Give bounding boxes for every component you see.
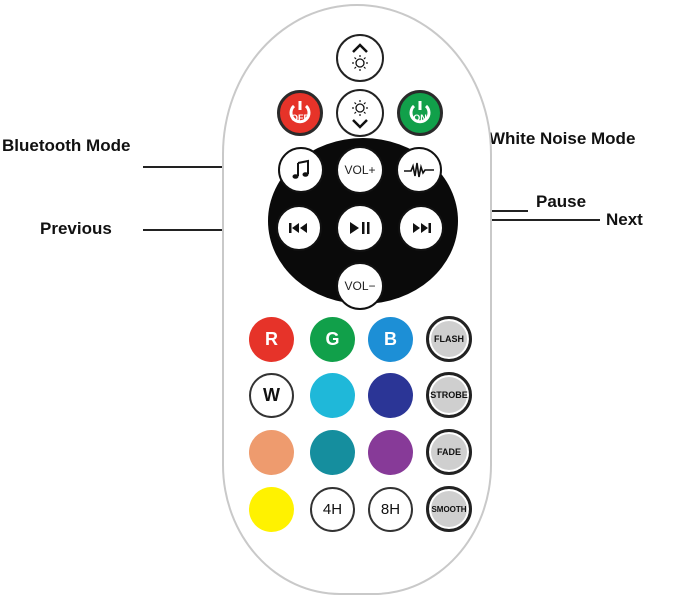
purple-button[interactable]	[368, 430, 413, 475]
volume-up-button[interactable]: VOL+	[336, 146, 384, 194]
bluetooth-mode-label: Bluetooth Mode	[2, 136, 131, 155]
power-off-button[interactable]: OFF	[277, 90, 323, 136]
yellow-button[interactable]	[249, 487, 294, 532]
play-pause-button[interactable]	[336, 204, 384, 252]
brightness-up-button[interactable]	[336, 34, 384, 82]
sun-up-icon	[352, 43, 368, 71]
waveform-icon	[404, 162, 434, 178]
white-button-label: W	[263, 385, 280, 405]
pause-label: Pause	[536, 192, 587, 211]
previous-button[interactable]	[276, 205, 322, 251]
music-note-icon	[292, 159, 309, 179]
cyan-button[interactable]	[310, 373, 355, 418]
next-callout-line	[460, 219, 600, 221]
next-icon	[413, 223, 431, 233]
power-off-label: OFF	[291, 113, 309, 123]
bluetooth-mode-button[interactable]	[278, 147, 324, 193]
power-on-label: ON	[413, 113, 427, 123]
timer-8h-label: 8H	[380, 501, 401, 518]
flash-button[interactable]: FLASH	[426, 316, 472, 362]
play-pause-icon	[350, 222, 370, 234]
navy-button[interactable]	[368, 373, 413, 418]
strobe-button[interactable]: STROBE	[426, 372, 472, 418]
timer-4h-label: 4H	[322, 501, 343, 518]
bluetooth-callout-line	[143, 166, 278, 168]
next-button[interactable]	[398, 205, 444, 251]
blue-button[interactable]: B	[368, 317, 413, 362]
timer-8h-button[interactable]: 8H	[368, 487, 413, 532]
brightness-down-button[interactable]	[336, 89, 384, 137]
red-button[interactable]: R	[249, 317, 294, 362]
power-off-icon	[289, 101, 311, 124]
flash-button-label: FLASH	[434, 334, 464, 344]
power-on-icon	[409, 101, 431, 124]
timer-4h-button[interactable]: 4H	[310, 487, 355, 532]
volume-up-label: VOL+	[344, 163, 376, 177]
green-button[interactable]: G	[310, 317, 355, 362]
peach-button[interactable]	[249, 430, 294, 475]
power-on-button[interactable]: ON	[397, 90, 443, 136]
smooth-button-label: SMOOTH	[431, 504, 467, 514]
volume-down-button[interactable]: VOL−	[336, 262, 384, 310]
strobe-button-label: STROBE	[430, 390, 468, 400]
white-noise-mode-button[interactable]	[396, 147, 442, 193]
blue-button-label: B	[384, 329, 397, 349]
green-button-label: G	[325, 329, 340, 349]
white-noise-mode-label: White Noise Mode	[489, 129, 636, 148]
sun-down-icon	[352, 100, 368, 129]
fade-button[interactable]: FADE	[426, 429, 472, 475]
next-label: Next	[606, 210, 643, 229]
previous-callout-line	[143, 229, 273, 231]
previous-icon	[289, 223, 307, 233]
previous-label: Previous	[40, 219, 112, 238]
teal-button[interactable]	[310, 430, 355, 475]
volume-down-label: VOL−	[344, 279, 376, 293]
smooth-button[interactable]: SMOOTH	[426, 486, 472, 532]
white-button[interactable]: W	[249, 373, 294, 418]
fade-button-label: FADE	[436, 447, 461, 457]
red-button-label: R	[265, 329, 278, 349]
